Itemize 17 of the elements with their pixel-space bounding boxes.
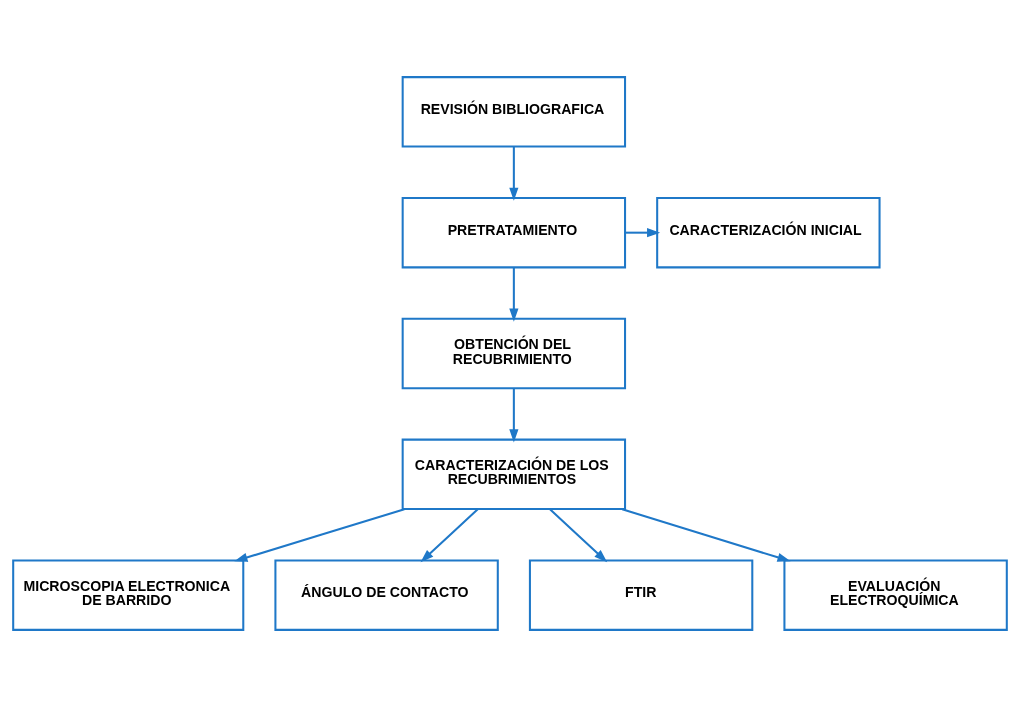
arrow	[420, 508, 479, 563]
node-box: EVALUACIÓN ELECTROQUÍMICA	[783, 559, 1008, 631]
node-box: CARACTERIZACIÓN DE LOS RECUBRIMIENTOS	[401, 438, 627, 511]
node-box: ÁNGULO DE CONTACTO	[274, 559, 499, 631]
node-box: PRETRATAMIENTO	[401, 196, 627, 269]
arrow	[625, 228, 661, 238]
node-box: FTIR	[528, 559, 754, 631]
arrow	[509, 388, 519, 443]
arrow	[621, 508, 791, 562]
node-box: CARACTERIZACIÓN INICIAL	[656, 196, 881, 269]
node-box: MICROSCOPIA ELECTRONICA DE BARRIDO	[12, 559, 245, 631]
arrow	[234, 508, 405, 562]
node-box: REVISIÓN BIBLIOGRAFICA	[401, 76, 627, 148]
node-box: OBTENCIÓN DEL RECUBRIMIENTO	[401, 317, 627, 390]
arrow	[509, 267, 519, 322]
arrow	[549, 508, 608, 563]
arrow	[509, 146, 519, 201]
